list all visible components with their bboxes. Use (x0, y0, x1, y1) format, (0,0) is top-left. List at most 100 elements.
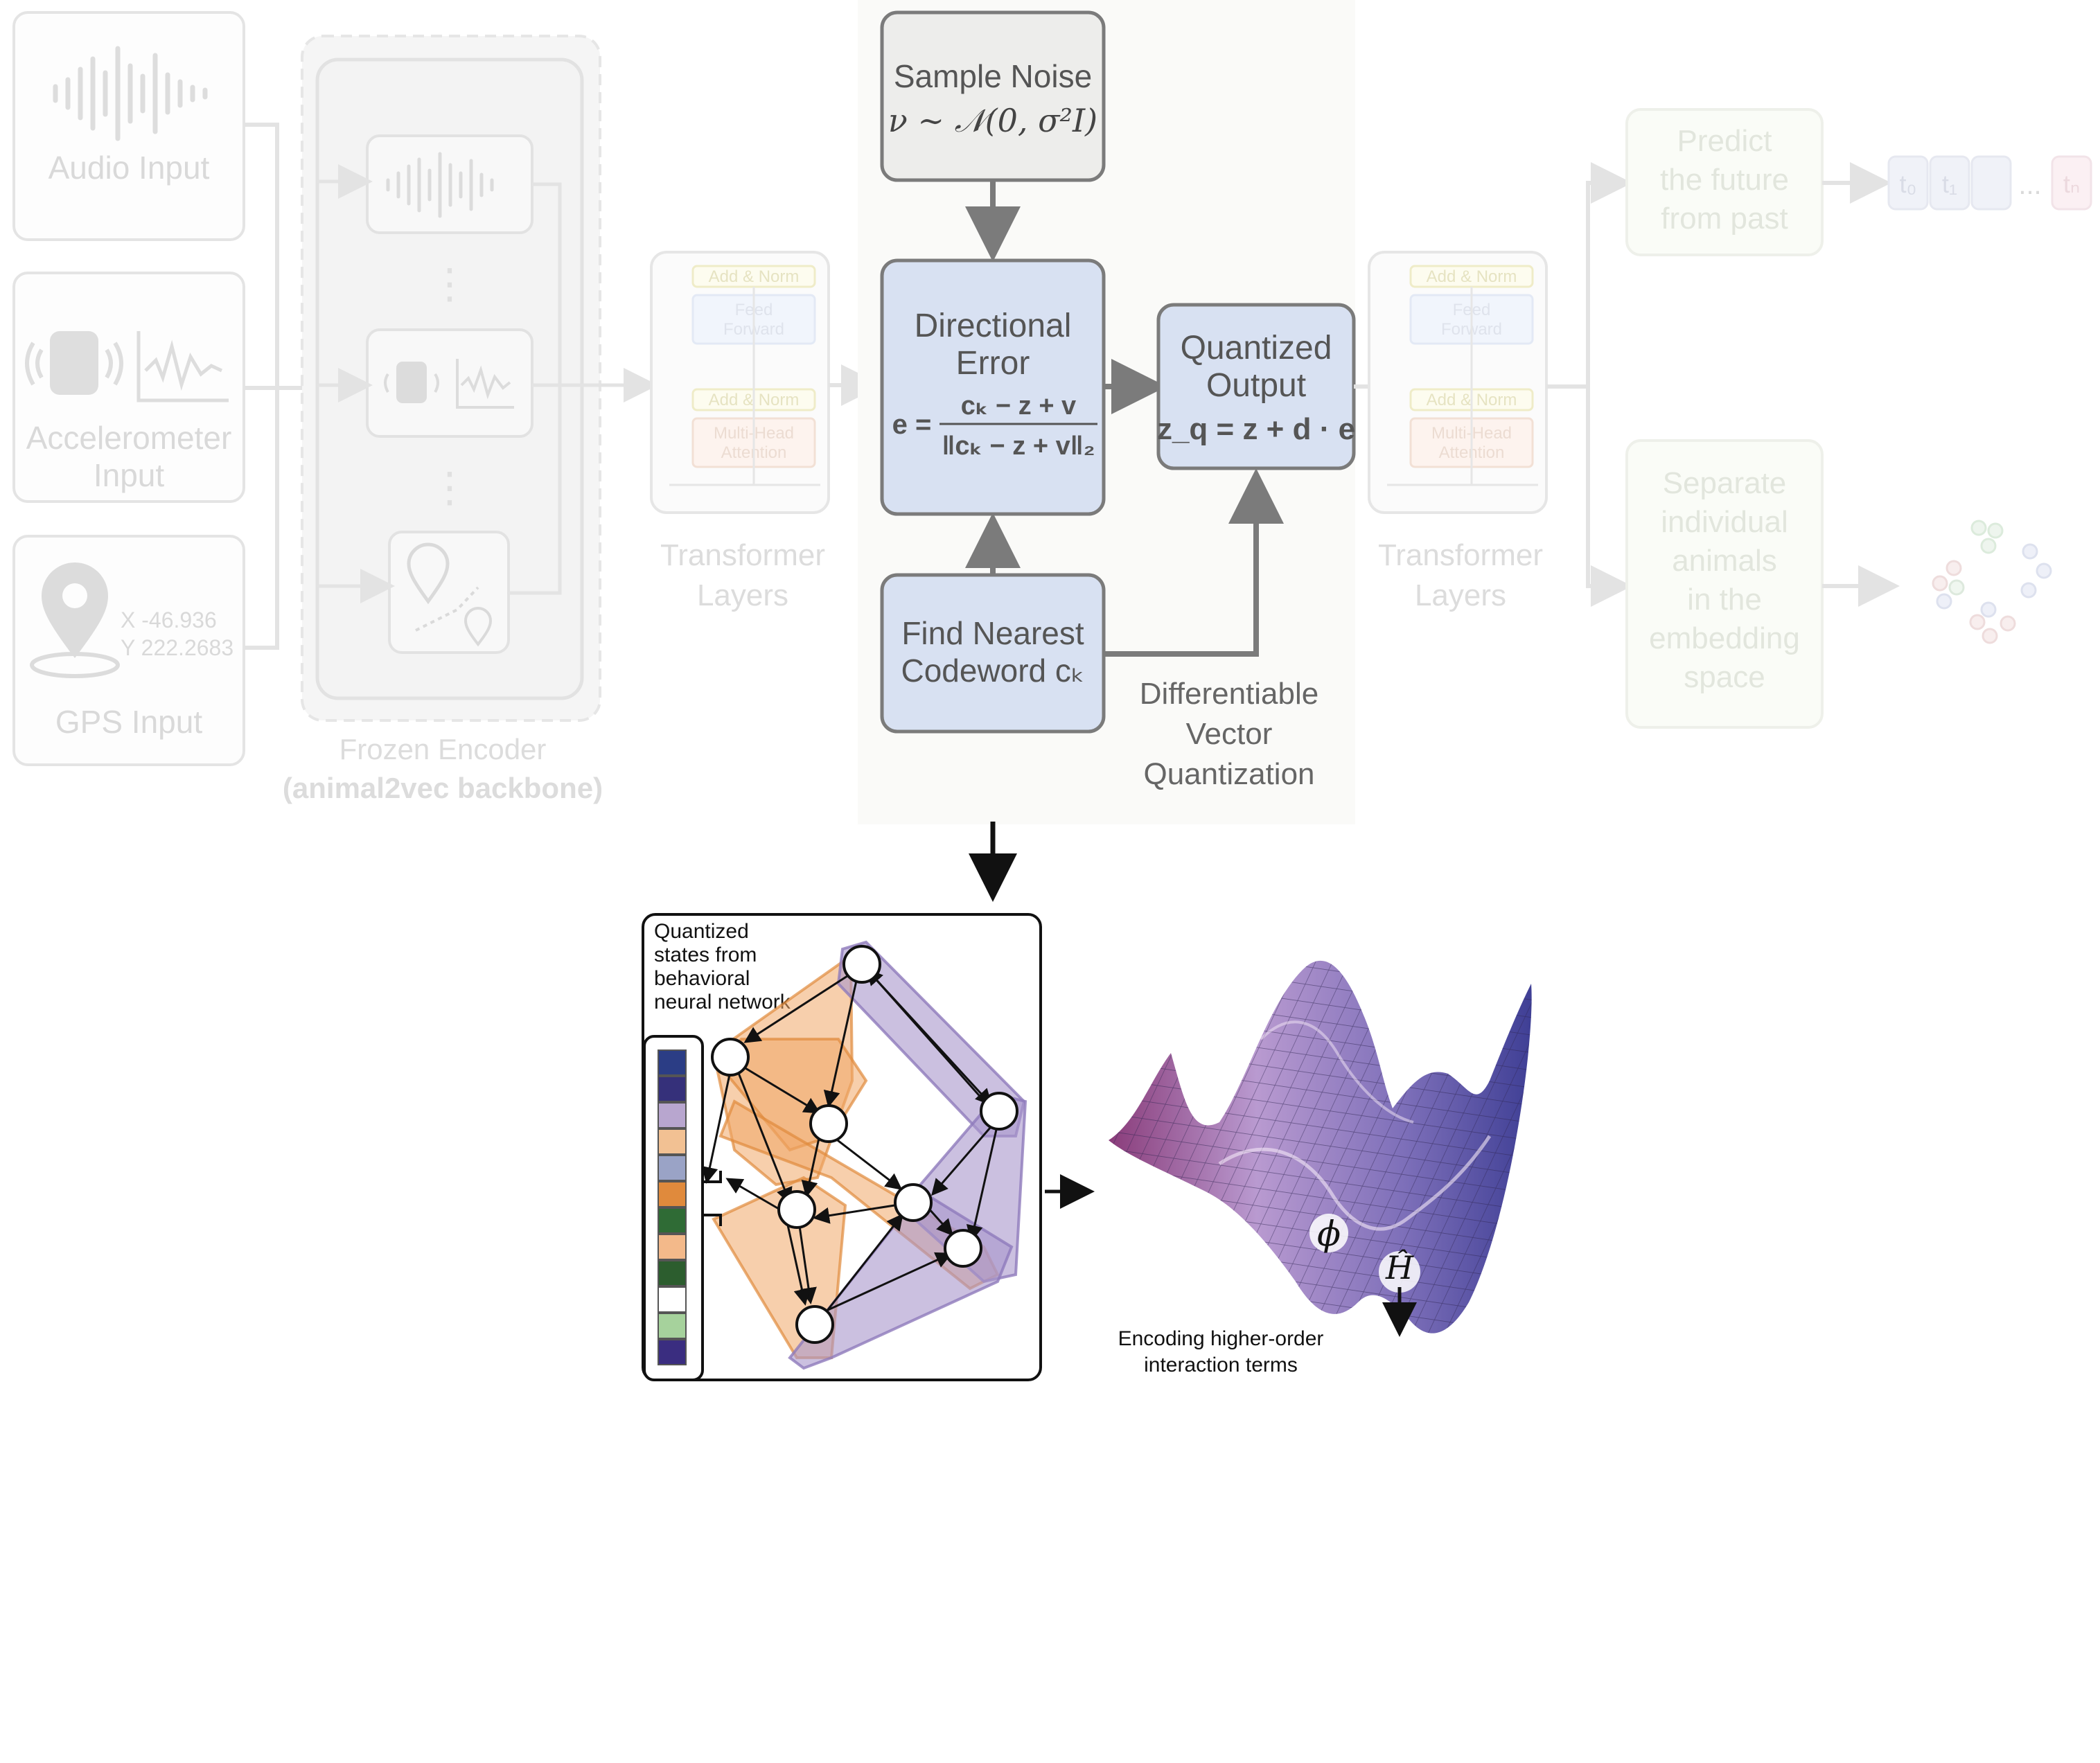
quantized-output-title-line1: Quantized (1181, 330, 1332, 366)
waveform-icon (53, 46, 208, 141)
svg-text:...: ... (2018, 170, 2041, 200)
token-cell (658, 1207, 687, 1234)
token-cell (658, 1181, 687, 1207)
encoder-ellipsis-1: ⋮ (429, 260, 470, 307)
phi-label: ϕ (1317, 1214, 1341, 1254)
token-cell (658, 1260, 687, 1286)
landscape-caption-line2: interaction terms (1144, 1354, 1298, 1376)
transformer-left-label-line1: Transformer (660, 538, 825, 572)
node (711, 1038, 750, 1077)
directional-error-title-line1: Directional (915, 308, 1072, 344)
token-cell (658, 1128, 687, 1155)
sample-noise-formula: ν ∼ 𝒩(0, σ²I) (888, 102, 1097, 139)
network-label-line1: Quantized (654, 920, 749, 943)
svg-text:from past: from past (1661, 202, 1788, 236)
transformer-right-label-line1: Transformer (1378, 538, 1543, 572)
node (777, 1190, 816, 1229)
find-nearest-title-line2: Codeword cₖ (901, 653, 1084, 689)
dvq-label-line2: Vector (1186, 717, 1273, 751)
svg-text:Predict: Predict (1677, 124, 1772, 158)
audio-input-label: Audio Input (48, 150, 210, 186)
embedding-clusters (1932, 520, 2052, 644)
token-column (658, 1049, 687, 1365)
directional-error-lhs: e = (892, 409, 932, 440)
gps-input-label: GPS Input (55, 704, 202, 740)
svg-text:individual: individual (1661, 505, 1788, 539)
token-sequence: t₀ t₁ ... tₙ (1887, 155, 2092, 211)
predict-future-task: Predict the future from past t₀ t₁ ... t… (1625, 108, 2092, 256)
token-cell (658, 1155, 687, 1181)
node (944, 1229, 982, 1268)
network-label-line3: behavioral (654, 967, 750, 990)
network-edges (701, 966, 999, 1318)
gps-input-card: X -46.936 Y 222.2683 GPS Input (12, 535, 245, 766)
task-connectors (1546, 162, 1632, 607)
accelerometer-input-card: Accelerometer Input (12, 272, 245, 503)
encoder-arrows (317, 164, 658, 603)
find-nearest-title-line1: Find Nearest (901, 615, 1084, 651)
network-label-line4: neural network (654, 991, 791, 1013)
svg-text:t₀: t₀ (1900, 170, 1917, 198)
behavioral-network-panel: Quantized states from behavioral neural … (642, 913, 1042, 1381)
sample-noise-box: Sample Noise ν ∼ 𝒩(0, σ²I) (880, 10, 1106, 182)
frozen-encoder-label-line1: Frozen Encoder (339, 733, 547, 765)
transformer-right-label-line2: Layers (1415, 578, 1506, 612)
svg-text:space: space (1684, 660, 1765, 694)
token-cell (658, 1234, 687, 1260)
energy-landscape-surface: ϕ Ĥ (1109, 960, 1532, 1337)
separate-animals-task: Separate individual animals in the embed… (1625, 439, 2052, 729)
accelerometer-label-line1: Accelerometer (26, 420, 232, 456)
svg-text:in the: in the (1687, 583, 1762, 617)
node (842, 945, 881, 984)
hamiltonian-label: Ĥ (1385, 1248, 1414, 1286)
audio-input-card: Audio Input (12, 11, 245, 241)
token-cell (658, 1339, 687, 1365)
token-cell (658, 1102, 687, 1128)
network-nodes (711, 945, 1018, 1344)
frozen-encoder-label-line2: (animal2vec backbone) (283, 772, 603, 804)
svg-text:Separate: Separate (1663, 466, 1787, 500)
token-connectors (703, 1171, 722, 1226)
encoder-ellipsis-2: ⋮ (429, 464, 470, 511)
svg-text:animals: animals (1672, 544, 1777, 578)
dvq-label-line3: Quantization (1143, 757, 1314, 791)
directional-error-box: Directional Error e = cₖ − z + v ‖cₖ − z… (880, 258, 1106, 516)
quantized-output-title-line2: Output (1206, 367, 1306, 404)
node (980, 1092, 1018, 1131)
frozen-encoder: ⋮ ⋮ Frozen Encoder (animal2vec backbone) (283, 35, 658, 804)
token-cell (658, 1049, 687, 1076)
landscape-caption-line1: Encoding higher-order (1118, 1327, 1324, 1350)
network-label-line2: states from (654, 943, 757, 966)
transformer-layers-left: Add & Norm Feed Forward Add & Norm Multi… (650, 251, 830, 612)
gps-x-coordinate: X -46.936 (121, 608, 217, 632)
collar-icon (25, 331, 123, 395)
accelerometer-signal-icon (136, 331, 229, 402)
svg-text:Add & Norm: Add & Norm (1427, 267, 1517, 286)
svg-text:embedding: embedding (1649, 621, 1800, 655)
svg-text:Add & Norm: Add & Norm (709, 267, 800, 286)
token-cell (658, 1076, 687, 1102)
sample-noise-title: Sample Noise (894, 58, 1092, 94)
svg-text:tₙ: tₙ (2063, 170, 2080, 198)
svg-text:the future: the future (1660, 163, 1789, 197)
directional-error-title-line2: Error (956, 345, 1030, 382)
encoder-waveform-icon (386, 152, 494, 218)
transformer-layers-right: Add & Norm Feed Forward Add & Norm Multi… (1368, 251, 1548, 612)
dvq-label-line1: Differentiable (1140, 677, 1318, 711)
find-nearest-codeword-box: Find Nearest Codeword cₖ (880, 573, 1106, 734)
node (795, 1305, 834, 1344)
token-cell (658, 1286, 687, 1313)
accelerometer-label-line2: Input (94, 457, 165, 493)
transformer-left-label-line2: Layers (697, 578, 788, 612)
codeword-to-output-arrow (1104, 468, 1284, 657)
svg-text:t₁: t₁ (1942, 170, 1957, 198)
directional-error-numerator: cₖ − z + v (961, 391, 1076, 420)
node (809, 1104, 848, 1143)
encoder-accelerometer-icon (384, 359, 514, 409)
token-cell (658, 1313, 687, 1339)
gps-y-coordinate: Y 222.2683 (121, 635, 233, 660)
encoder-map-pin-icon (407, 542, 493, 647)
quantized-output-formula: z_q = z + d · e (1157, 412, 1355, 446)
location-pin-icon (30, 562, 120, 678)
